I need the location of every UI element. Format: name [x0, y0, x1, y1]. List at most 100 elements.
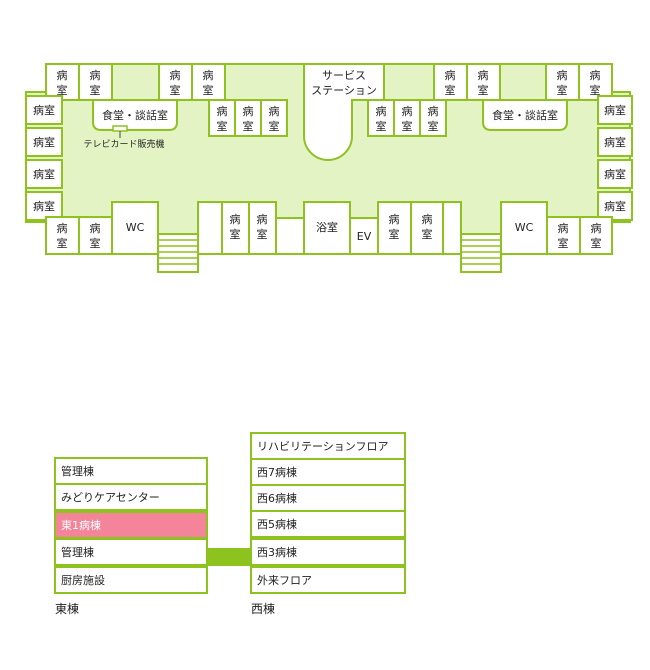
- room-label: 室: [217, 119, 228, 133]
- room-label: 室: [203, 83, 214, 97]
- room-label: 室: [478, 83, 489, 97]
- service-room: [442, 201, 462, 255]
- room-top-right-3: 病 室: [545, 63, 580, 101]
- room-bottom-right-1: 病 室: [546, 216, 581, 255]
- room-left-wall-2: 病室: [25, 127, 63, 157]
- room-label: 病: [557, 68, 568, 82]
- room-label: 室: [230, 227, 241, 241]
- room-label: 病: [402, 104, 413, 118]
- room-label: 室: [591, 236, 602, 250]
- room-bottom-mid-4: 病 室: [410, 201, 444, 255]
- room-label: 室: [445, 83, 456, 97]
- room-label: 室: [170, 83, 181, 97]
- bathroom: 浴室: [303, 201, 351, 255]
- room-top-left-1: 病 室: [45, 63, 80, 101]
- nurse-station-label: サービス: [322, 69, 366, 82]
- room-label: 病: [591, 221, 602, 235]
- room-right-wall-1: 病室: [597, 95, 633, 125]
- west-floor-5[interactable]: 西3病棟: [250, 538, 406, 566]
- room-label: 病: [269, 104, 280, 118]
- service-room: [197, 201, 223, 255]
- east-floor-4[interactable]: 管理棟: [54, 538, 208, 566]
- room-label: 病: [57, 68, 68, 82]
- room-label: 病: [243, 104, 254, 118]
- room-top-left-3: 病 室: [158, 63, 193, 101]
- room-bottom-right-2: 病 室: [579, 216, 613, 255]
- room-bottom-left-1: 病 室: [45, 216, 80, 255]
- room-inner-right-1: 病 室: [367, 99, 395, 137]
- room-right-wall-4: 病室: [597, 191, 633, 221]
- room-inner-right-3: 病 室: [419, 99, 447, 137]
- room-label: 病: [428, 104, 439, 118]
- room-label: 病: [230, 212, 241, 226]
- room-label: 病室: [604, 199, 626, 213]
- room-left-wall-3: 病室: [25, 159, 63, 189]
- east-floor-2[interactable]: みどりケアセンター: [54, 483, 208, 511]
- room-label: 病: [389, 212, 400, 226]
- room-label: 病: [590, 68, 601, 82]
- dining-room-label: 食堂・談話室: [102, 108, 168, 122]
- room-label: 室: [557, 83, 568, 97]
- room-label: 病: [478, 68, 489, 82]
- room-label: 室: [57, 83, 68, 97]
- elevator: EV: [349, 217, 379, 255]
- room-label: 病: [376, 104, 387, 118]
- elevator-label: EV: [357, 230, 372, 243]
- room-bottom-left-2: 病 室: [78, 216, 113, 255]
- room-label: 病: [445, 68, 456, 82]
- room-right-wall-2: 病室: [597, 127, 633, 157]
- room-inner-left-3: 病 室: [260, 99, 288, 137]
- nurse-station-label: ステーション: [311, 84, 377, 97]
- room-label: 病: [203, 68, 214, 82]
- east-floor-5[interactable]: 厨房施設: [54, 566, 208, 594]
- room-label: 室: [90, 83, 101, 97]
- room-label: 室: [269, 119, 280, 133]
- east-floor-1[interactable]: 管理棟: [54, 457, 208, 485]
- room-label: 病室: [33, 167, 55, 181]
- room-label: 病: [217, 104, 228, 118]
- room-bottom-mid-2: 病 室: [248, 201, 277, 255]
- storage-room: [275, 217, 305, 255]
- west-floor-6[interactable]: 外来フロア: [250, 566, 406, 594]
- room-top-right-1: 病 室: [433, 63, 468, 101]
- vending-machine-label: テレビカード販売機: [83, 138, 164, 150]
- room-right-wall-3: 病室: [597, 159, 633, 189]
- room-label: 病: [170, 68, 181, 82]
- wc-label: WC: [515, 221, 534, 234]
- stairs-left: [157, 233, 199, 273]
- nurse-station: サービス ステーション: [303, 63, 385, 161]
- room-label: 病室: [33, 199, 55, 213]
- room-label: 室: [422, 227, 433, 241]
- room-label: 室: [90, 236, 101, 250]
- room-top-left-4: 病 室: [191, 63, 226, 101]
- room-inner-left-2: 病 室: [234, 99, 262, 137]
- room-label: 室: [558, 236, 569, 250]
- room-inner-left-1: 病 室: [208, 99, 236, 137]
- room-inner-right-2: 病 室: [393, 99, 421, 137]
- wc-right: WC: [500, 201, 548, 255]
- room-label: 病: [558, 221, 569, 235]
- wc-left: WC: [111, 201, 159, 255]
- west-floor-2[interactable]: 西7病棟: [250, 458, 406, 486]
- dining-room-left: 食堂・談話室: [92, 99, 178, 131]
- room-label: 病: [257, 212, 268, 226]
- west-floor-4[interactable]: 西5病棟: [250, 510, 406, 538]
- room-label: 室: [402, 119, 413, 133]
- wc-label: WC: [126, 221, 145, 234]
- room-label: 室: [389, 227, 400, 241]
- room-left-wall-4: 病室: [25, 191, 63, 221]
- room-label: 室: [57, 236, 68, 250]
- room-label: 室: [257, 227, 268, 241]
- room-bottom-mid-1: 病 室: [221, 201, 250, 255]
- room-label: 室: [376, 119, 387, 133]
- room-label: 病室: [33, 103, 55, 117]
- room-label: 病室: [604, 135, 626, 149]
- room-label: 室: [428, 119, 439, 133]
- room-label: 室: [243, 119, 254, 133]
- room-top-right-2: 病 室: [466, 63, 501, 101]
- east-floor-3-current[interactable]: 東1病棟: [54, 511, 208, 539]
- west-floor-1[interactable]: リハビリテーションフロア: [250, 432, 406, 460]
- west-floor-3[interactable]: 西6病棟: [250, 484, 406, 512]
- room-label: 室: [590, 83, 601, 97]
- room-bottom-mid-3: 病 室: [377, 201, 412, 255]
